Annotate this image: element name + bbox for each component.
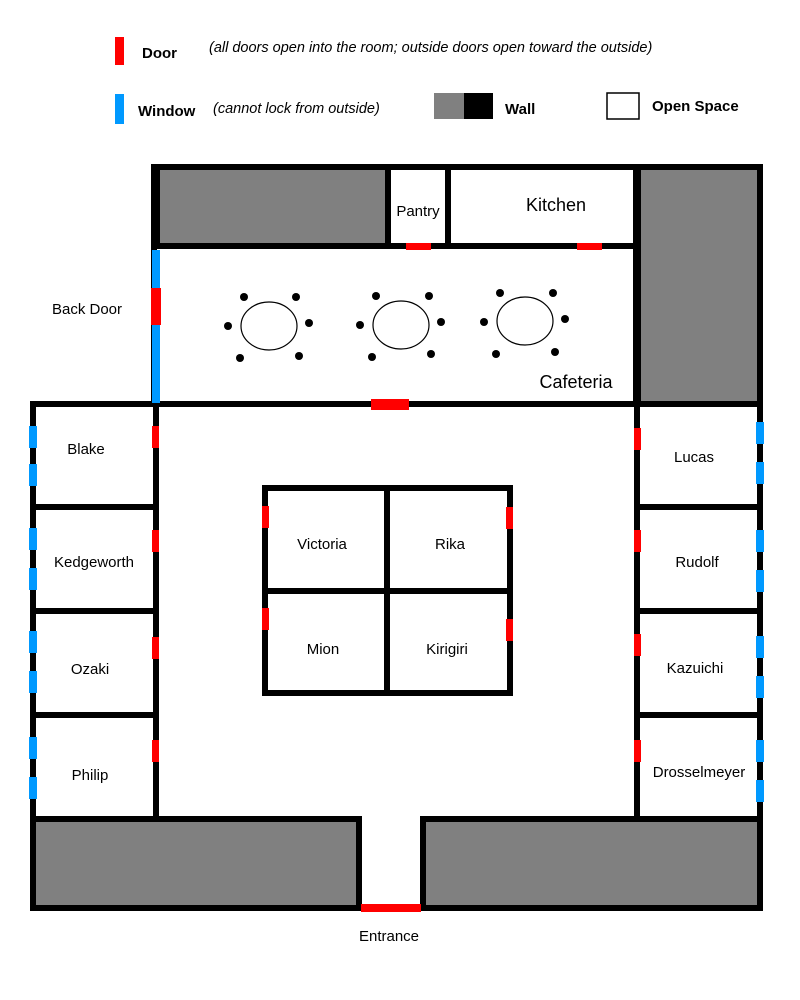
door-philip (152, 740, 159, 762)
room-label-kitchen: Kitchen (526, 195, 586, 215)
door-rudolf (634, 530, 641, 552)
door-pantry (406, 243, 431, 250)
legend-door-swatch (115, 37, 124, 65)
room-label-ozaki: Ozaki (71, 661, 109, 678)
room-label-rika: Rika (435, 536, 466, 553)
door-blake (152, 426, 159, 448)
door-kazuichi (634, 634, 641, 656)
legend: Door (all doors open into the room; outs… (115, 37, 739, 124)
room-label-cafeteria: Cafeteria (539, 372, 613, 392)
door-rika (506, 507, 513, 529)
wall-block-bottom-right (420, 816, 763, 911)
legend-open-label: Open Space (652, 98, 739, 115)
table-3 (480, 289, 569, 358)
door-mion (262, 608, 269, 630)
window-rudolf-1 (756, 530, 764, 552)
legend-open-swatch (606, 92, 640, 120)
solid-walls (30, 164, 763, 911)
window-lucas-2 (756, 462, 764, 484)
door-victoria (262, 506, 269, 528)
room-label-rudolf: Rudolf (675, 554, 719, 571)
door-drosselmeyer (634, 740, 641, 762)
table-2 (356, 292, 445, 361)
door-lucas (634, 428, 641, 450)
legend-window-note: (cannot lock from outside) (213, 101, 380, 117)
legend-wall-label: Wall (505, 101, 535, 118)
room-label-kedgeworth: Kedgeworth (54, 554, 134, 571)
door-back (151, 288, 161, 325)
door-kedgeworth (152, 530, 159, 552)
wall-block-right (635, 164, 763, 407)
window-blake-1 (29, 426, 37, 448)
doors (151, 243, 641, 912)
legend-window-swatch (115, 94, 124, 124)
room-label-drosselmeyer: Drosselmeyer (653, 764, 746, 781)
window-ozaki-1 (29, 631, 37, 653)
room-label-kazuichi: Kazuichi (667, 660, 724, 677)
window-drosselmeyer-2 (756, 780, 764, 802)
room-label-kirigiri: Kirigiri (426, 641, 468, 658)
window-lucas-1 (756, 422, 764, 444)
window-philip-2 (29, 777, 37, 799)
door-ozaki (152, 637, 159, 659)
window-drosselmeyer-1 (756, 740, 764, 762)
room-labels: Pantry Kitchen Cafeteria Back Door Blake… (52, 195, 745, 945)
room-label-blake: Blake (67, 441, 105, 458)
window-cafeteria-lower (152, 325, 160, 403)
door-cafeteria (371, 399, 409, 410)
room-label-mion: Mion (307, 641, 340, 658)
legend-wall-swatch-black (464, 93, 493, 119)
windows (29, 250, 764, 802)
cafeteria-tables (224, 289, 569, 362)
room-label-lucas: Lucas (674, 449, 714, 466)
room-label-victoria: Victoria (297, 536, 347, 553)
door-kitchen (577, 243, 602, 250)
window-blake-2 (29, 464, 37, 486)
legend-window-label: Window (138, 103, 196, 120)
window-kazuichi-2 (756, 676, 764, 698)
legend-door-note: (all doors open into the room; outside d… (209, 40, 652, 56)
room-label-philip: Philip (72, 767, 109, 784)
window-ozaki-2 (29, 671, 37, 693)
window-kedgeworth-1 (29, 528, 37, 550)
window-kazuichi-1 (756, 636, 764, 658)
table-1 (224, 293, 313, 362)
window-cafeteria-upper (152, 250, 160, 288)
legend-door-label: Door (142, 45, 177, 62)
window-kedgeworth-2 (29, 568, 37, 590)
room-label-pantry: Pantry (396, 203, 440, 220)
window-philip-1 (29, 737, 37, 759)
legend-wall-swatch-gray (434, 93, 464, 119)
room-label-entrance: Entrance (359, 928, 419, 945)
room-label-back-door: Back Door (52, 301, 122, 318)
window-rudolf-2 (756, 570, 764, 592)
door-kirigiri (506, 619, 513, 641)
wall-block-bottom-left (30, 816, 362, 911)
door-entrance (361, 904, 421, 912)
wall-block-top-left (154, 164, 391, 249)
